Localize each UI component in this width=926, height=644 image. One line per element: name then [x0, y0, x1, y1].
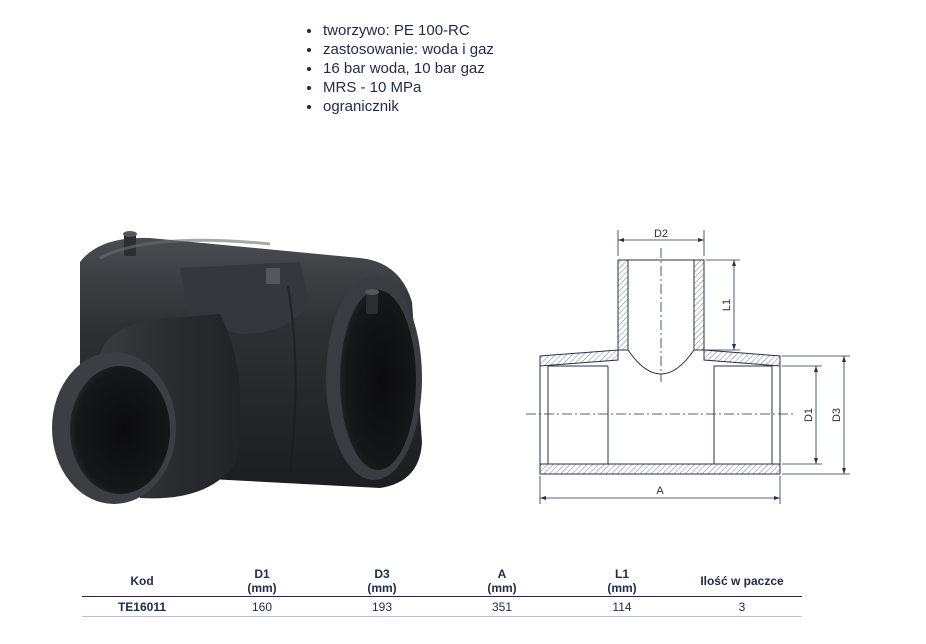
- feature-item: ogranicznik: [306, 97, 494, 116]
- branch-wall-right: [693, 259, 705, 351]
- technical-drawing: D2 L1 D1 D3 A: [526, 228, 850, 504]
- cell-a: 351: [442, 596, 562, 617]
- column-header-ilosc: Ilość w paczce: [682, 566, 802, 597]
- cell-ilosc: 3: [682, 596, 802, 617]
- feature-list: tworzywo: PE 100-RC zastosowanie: woda i…: [306, 21, 494, 116]
- dim-label-l1: L1: [721, 299, 733, 311]
- table-header-row: Kod D1(mm) D3(mm) A(mm) L1(mm) Ilość w p…: [82, 566, 802, 597]
- branch-wall-left: [617, 259, 629, 351]
- dim-label-a: A: [656, 485, 664, 497]
- spec-table: Kod D1(mm) D3(mm) A(mm) L1(mm) Ilość w p…: [82, 566, 802, 617]
- column-header-kod: Kod: [82, 566, 202, 597]
- feature-item: 16 bar woda, 10 bar gaz: [306, 59, 494, 78]
- dim-label-d1: D1: [803, 408, 815, 422]
- cell-d3: 193: [322, 596, 442, 617]
- column-header-d1: D1(mm): [202, 566, 322, 597]
- column-header-d3: D3(mm): [322, 566, 442, 597]
- terminal-pin: [366, 292, 378, 314]
- feature-item: MRS - 10 MPa: [306, 78, 494, 97]
- column-header-l1: L1(mm): [562, 566, 682, 597]
- feature-item: zastosowanie: woda i gaz: [306, 40, 494, 59]
- column-header-a: A(mm): [442, 566, 562, 597]
- run-wall-bottom: [539, 463, 781, 475]
- cell-kod: TE16011: [82, 596, 202, 617]
- dim-label-d3: D3: [831, 408, 843, 422]
- run-wall-top: [539, 349, 619, 367]
- feature-item: tworzywo: PE 100-RC: [306, 21, 494, 40]
- terminal-pin: [124, 234, 136, 256]
- tee-right-socket-hole: [340, 290, 416, 470]
- tee-branch-hole: [70, 366, 170, 494]
- table-row: TE16011 160 193 351 114 3: [82, 596, 802, 617]
- dim-label-d2: D2: [654, 228, 668, 240]
- product-photo: [52, 231, 422, 504]
- cell-d1: 160: [202, 596, 322, 617]
- cell-l1: 114: [562, 596, 682, 617]
